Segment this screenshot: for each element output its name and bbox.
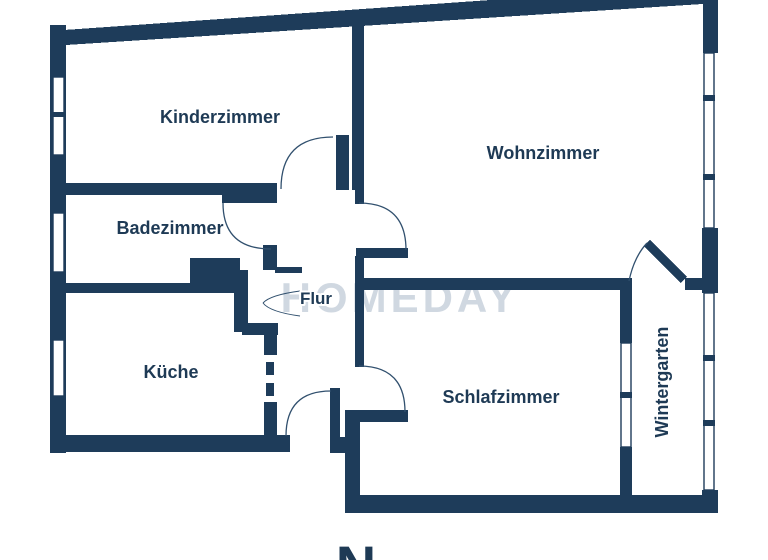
window-wintergarten-right — [703, 292, 715, 491]
door-arc-wintergarten — [628, 242, 648, 282]
wall-wozi-bottom-right — [685, 278, 718, 290]
window-wohnzimmer-right — [703, 52, 715, 229]
wall-divider-kizi-wozi — [352, 22, 364, 190]
wall-flur-thin — [275, 267, 302, 273]
wall-kueche-dash-1 — [266, 362, 274, 375]
wall-right-top — [703, 0, 718, 53]
wall-schlafzimmer-left — [345, 410, 360, 513]
wall-schlaf-top — [355, 278, 632, 290]
door-arcs — [222, 136, 648, 437]
wall-bade-lintel — [222, 195, 277, 203]
window-mullions — [52, 95, 715, 426]
wall-kueche-right-upper — [234, 270, 248, 332]
wall-kueche-dash-2 — [266, 383, 274, 396]
wall-kizi-door-pier — [336, 135, 349, 190]
wall-bade-right — [263, 245, 277, 270]
mullion-tick — [703, 355, 715, 361]
mullion-tick — [703, 420, 715, 426]
label-wohnzimmer: Wohnzimmer — [487, 143, 600, 163]
wall-wozi-door-stub — [356, 248, 408, 258]
label-flur: Flur — [300, 289, 332, 308]
mullion-tick — [620, 392, 632, 398]
door-arc-kinderzimmer — [280, 136, 334, 190]
window-badezimmer — [52, 212, 65, 273]
walls — [50, 0, 718, 513]
wall-right-mid — [702, 228, 718, 293]
wall-bottom-exterior — [345, 495, 718, 513]
wall-kueche-post-upper — [264, 333, 277, 355]
room-labels: Kinderzimmer Wohnzimmer Badezimmer Flur … — [114, 105, 674, 439]
label-badezimmer: Badezimmer — [116, 218, 223, 238]
wall-kueche-top — [55, 283, 190, 293]
door-arc-wohnzimmer — [358, 202, 407, 251]
wall-entrance-post — [330, 388, 340, 437]
wall-kueche-bottom — [50, 435, 290, 452]
door-arc-entrance — [285, 390, 332, 437]
wall-flur-right-mid — [355, 256, 364, 367]
wall-shaft-block — [190, 258, 240, 293]
mullion-tick — [52, 112, 65, 117]
wintergarten-door-leaf — [643, 239, 688, 284]
wall-kueche-jog — [242, 323, 278, 335]
windows — [52, 52, 715, 491]
window-kueche — [52, 339, 65, 397]
label-kinderzimmer: Kinderzimmer — [160, 107, 280, 127]
wall-schlaf-door-return — [356, 410, 408, 422]
label-wintergarten: Wintergarten — [652, 327, 672, 438]
wall-kizi-bottom — [55, 183, 277, 195]
wall-kueche-post-lower — [264, 402, 277, 435]
label-kueche: Küche — [143, 362, 198, 382]
door-arc-schlafzimmer — [358, 365, 406, 413]
compass-north-label: N — [336, 534, 376, 560]
wall-wintergarten-left-lower — [620, 447, 632, 495]
wall-flur-right-upper — [355, 188, 364, 204]
wall-wintergarten-left-upper — [620, 282, 632, 343]
door-arc-badezimmer — [222, 202, 272, 250]
mullion-tick — [703, 95, 715, 101]
mullion-tick — [703, 174, 715, 180]
label-schlafzimmer: Schlafzimmer — [442, 387, 559, 407]
wall-top-exterior — [50, 0, 718, 45]
flur-label-leader — [262, 290, 301, 317]
